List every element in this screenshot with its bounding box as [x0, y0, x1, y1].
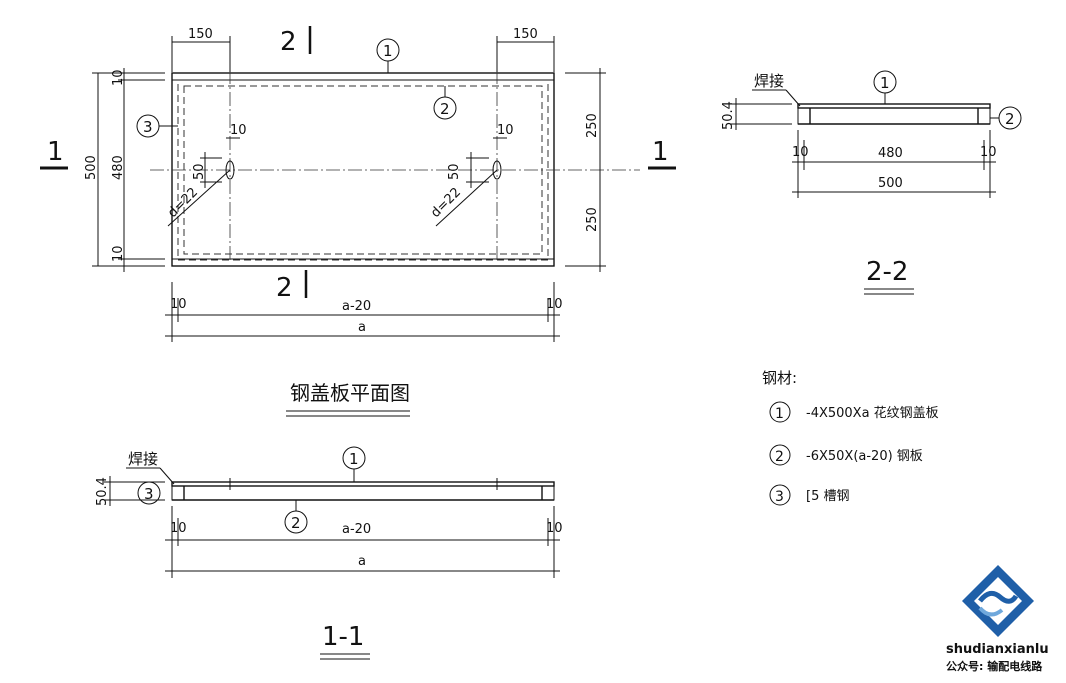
brand-logo-icon — [962, 565, 1034, 637]
material-3-text: [5 槽钢 — [806, 489, 849, 504]
plan-hole-left — [225, 160, 235, 180]
s11-right-channel — [541, 485, 555, 501]
s22-left-channel — [797, 107, 811, 125]
dim-bottom-a: a — [358, 320, 366, 335]
dim-left-bottom-10: 10 — [111, 245, 126, 262]
s11-title: 1-1 — [322, 622, 364, 652]
section-mark-2-top: 2 — [280, 27, 297, 57]
material-3-no: 3 — [775, 489, 784, 505]
dim-bottom-right-10: 10 — [546, 297, 563, 312]
dim-hole-right-width: 10 — [497, 123, 514, 138]
s22-callout-2: 2 — [1005, 110, 1015, 128]
dim-hole-left-diameter: d=22 — [165, 185, 201, 221]
s11-left-channel — [171, 485, 185, 501]
s11-inner: a-20 — [342, 522, 371, 537]
materials-heading: 钢材: — [762, 369, 797, 387]
s22-title: 2-2 — [866, 257, 908, 287]
dim-left-500: 500 — [84, 155, 99, 180]
s11-top-plate — [171, 481, 555, 487]
dim-hole-right-height: 50 — [447, 163, 462, 180]
s22-left-10: 10 — [792, 145, 809, 160]
material-1-circle — [769, 401, 791, 423]
plan-callout-1: 1 — [383, 42, 393, 60]
s22-weld-label: 焊接 — [754, 72, 784, 90]
s11-callout-3-circle — [137, 481, 161, 505]
dim-right-top-250: 250 — [585, 113, 600, 138]
material-1-text: -4X500Xa 花纹钢盖板 — [806, 405, 939, 421]
section-mark-1-right: 1 — [652, 137, 669, 167]
s22-top-plate — [797, 103, 991, 109]
s22-height: 50.4 — [721, 101, 736, 130]
s11-callout-3: 3 — [144, 485, 154, 503]
section-2-2: 50.4 焊接 1 2 10 10 480 500 2-2 — [721, 70, 1022, 295]
plan-callout-3: 3 — [143, 118, 153, 136]
dim-hole-left-width: 10 — [230, 123, 247, 138]
dim-hole-right-diameter: d=22 — [428, 185, 464, 221]
plan-outer-plate — [171, 72, 555, 267]
s22-right-channel — [977, 107, 991, 125]
dim-hole-left-height: 50 — [192, 163, 207, 180]
material-2-no: 2 — [775, 449, 784, 465]
material-2-text: -6X50X(a-20) 钢板 — [806, 449, 923, 464]
section-mark-1-left: 1 — [47, 137, 64, 167]
s11-callout-1: 1 — [349, 450, 359, 468]
dim-left-top-10: 10 — [111, 69, 126, 86]
dim-bottom-left-10: 10 — [170, 297, 187, 312]
material-1-no: 1 — [775, 406, 784, 422]
plan-hole-right — [492, 160, 502, 180]
s22-callout-1: 1 — [880, 74, 890, 92]
plan-view: 10 10 50 50 d=22 d=22 150 150 500 480 10… — [40, 26, 676, 417]
s22-right-10: 10 — [980, 145, 997, 160]
s11-height: 50.4 — [95, 477, 110, 506]
s11-right-10: 10 — [546, 521, 563, 536]
s11-weld-label: 焊接 — [128, 450, 158, 468]
dim-left-480: 480 — [111, 155, 126, 180]
brand-name: shudianxianlu — [946, 642, 1049, 657]
material-2-circle — [769, 444, 791, 466]
material-3-circle — [769, 484, 791, 506]
dim-right-bottom-250: 250 — [585, 207, 600, 232]
s22-outer: 500 — [878, 176, 903, 191]
watermark: shudianxianlu 公众号: 输配电线路 — [946, 565, 1049, 673]
materials-list: 钢材: 1 -4X500Xa 花纹钢盖板 2 -6X50X(a-20) 钢板 3… — [762, 369, 939, 506]
section-mark-2-bottom: 2 — [276, 273, 293, 303]
dim-bottom-a-20: a-20 — [342, 299, 371, 314]
dim-top-left-150: 150 — [188, 27, 213, 42]
plan-title: 钢盖板平面图 — [290, 381, 410, 405]
plan-callout-2: 2 — [440, 100, 450, 118]
s11-callout-2: 2 — [291, 514, 301, 532]
s11-outer: a — [358, 554, 366, 569]
brand-account: 公众号: 输配电线路 — [946, 659, 1043, 673]
s22-inner: 480 — [878, 146, 903, 161]
section-1-1: 50.4 焊接 1 2 3 10 10 a-20 a 1-1 — [95, 446, 563, 660]
s11-left-10: 10 — [170, 521, 187, 536]
dim-top-right-150: 150 — [513, 27, 538, 42]
